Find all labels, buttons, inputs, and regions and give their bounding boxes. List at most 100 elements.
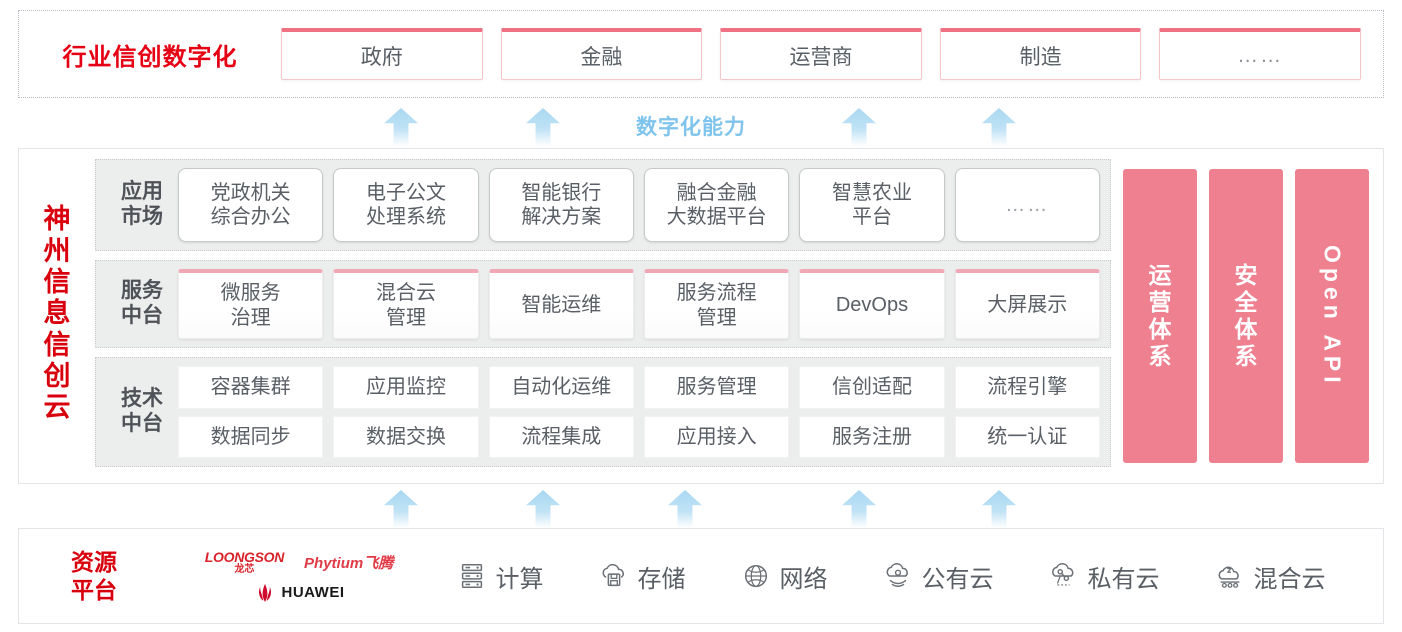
resource-platform-card: 资源 平台 LOONGSON 龙芯 Phytium飞腾 HUAWEI: [18, 528, 1384, 624]
huawei-logo-text: HUAWEI: [281, 584, 345, 601]
layer-service-platform: 服务 中台 微服务 治理 混合云 管: [95, 260, 1111, 348]
cloud-platform-body: 应用 市场 党政机关 综合办公 电子公文: [95, 149, 1383, 483]
app-box-finance-bigdata-platform[interactable]: 融合金融 大数据平台: [643, 168, 790, 242]
cloud-title-char-6: 创: [43, 360, 71, 391]
tech-row-1: 容器集群 应用监控 自动化运维 服务管理 信创适配 流程引擎: [178, 366, 1100, 409]
resource-item-storage[interactable]: 存储: [599, 559, 686, 594]
tech-box-service-registry[interactable]: 服务注册: [799, 415, 945, 458]
pillar-char-1: 运: [1148, 261, 1172, 288]
layer-app-market: 应用 市场 党政机关 综合办公 电子公文: [95, 159, 1111, 251]
resource-item-label: 网络: [779, 565, 828, 593]
industry-card-government[interactable]: 政府: [281, 28, 483, 80]
hybrid-cloud-icon: [1218, 566, 1239, 588]
layer-stack: 应用 市场 党政机关 综合办公 电子公文: [95, 159, 1111, 473]
industry-card-finance[interactable]: 金融: [500, 28, 703, 80]
box-line-1: 融合金融: [676, 181, 757, 204]
tech-box-xinchuang-adaptation[interactable]: 信创适配: [799, 366, 945, 409]
resource-item-network[interactable]: 网络: [741, 559, 828, 594]
app-market-items: 党政机关 综合办公 电子公文 处理系统 智能银行: [178, 168, 1100, 242]
svc-box-service-process-management[interactable]: 服务流程 管理: [643, 269, 790, 339]
box-line-2: 大数据平台: [666, 206, 767, 228]
cloud-platform-title: 神 州 信 息 信 创 云: [19, 149, 95, 483]
box-line-2: 解决方案: [521, 206, 602, 228]
industry-card-operator[interactable]: 运营商: [720, 28, 922, 80]
pillar-vertical-text: 运 营 体 系: [1149, 262, 1172, 371]
service-platform-items: 微服务 治理 混合云 管理 智能运维: [178, 269, 1100, 339]
resource-item-compute[interactable]: 计算: [457, 559, 544, 594]
box-line-1: 智能银行: [521, 181, 602, 204]
tech-box-automated-ops[interactable]: 自动化运维: [488, 366, 634, 409]
resource-title-line-1: 资源: [71, 548, 117, 575]
up-arrow-icon-4: [982, 108, 1016, 146]
up-arrow-icon-9: [982, 490, 1016, 528]
tech-box-data-sync[interactable]: 数据同步: [178, 415, 324, 458]
box-line-1: 混合云: [375, 282, 436, 305]
pillar-operations-system[interactable]: 运 营 体 系: [1123, 169, 1197, 463]
app-box-smart-agriculture-platform[interactable]: 智慧农业 平台: [799, 168, 945, 242]
capability-label: 数字化能力: [636, 116, 746, 139]
app-box-party-gov-office[interactable]: 党政机关 综合办公: [178, 168, 324, 242]
cloud-storage-icon: [602, 563, 624, 587]
tech-box-app-access[interactable]: 应用接入: [643, 415, 790, 458]
up-arrow-icon-7: [668, 490, 702, 528]
tech-box-app-monitoring[interactable]: 应用监控: [333, 366, 479, 409]
svc-box-devops[interactable]: DevOps: [799, 269, 945, 339]
public-cloud-icon: [886, 563, 908, 587]
pillar-char-3: 体: [1148, 316, 1172, 342]
layer-label-line-2: 市场: [121, 205, 163, 228]
cloud-title-char-7: 云: [43, 392, 71, 423]
cloud-title-char-3: 信: [43, 267, 71, 298]
resource-item-private-cloud[interactable]: 私有云: [1049, 559, 1160, 594]
loongson-logo: LOONGSON 龙芯: [204, 548, 285, 575]
layer-label-line-1: 服务: [121, 279, 163, 303]
server-icon: [461, 564, 482, 588]
resource-item-public-cloud[interactable]: 公有云: [883, 559, 994, 594]
tech-platform-items: 容器集群 应用监控 自动化运维 服务管理 信创适配 流程引擎 数据同步 数据交换…: [178, 366, 1100, 458]
box-line-1: 服务流程: [676, 282, 757, 305]
tech-box-container-cluster[interactable]: 容器集群: [178, 366, 324, 409]
up-arrow-icon-5: [384, 490, 418, 528]
tech-box-data-exchange[interactable]: 数据交换: [333, 415, 479, 458]
pillar-char-1: 安: [1234, 261, 1258, 288]
app-box-e-document-system[interactable]: 电子公文 处理系统: [333, 168, 479, 242]
tech-box-process-integration[interactable]: 流程集成: [488, 415, 634, 458]
tech-box-service-management[interactable]: 服务管理: [643, 366, 790, 409]
layer-label-line-1: 应用: [121, 180, 163, 204]
svc-box-hybrid-cloud-management[interactable]: 混合云 管理: [333, 269, 479, 339]
resource-item-hybrid-cloud[interactable]: 混合云: [1215, 559, 1326, 594]
loongson-logo-subtext: 龙芯: [234, 563, 255, 575]
loongson-logo-text: LOONGSON: [204, 548, 285, 565]
tech-box-unified-auth[interactable]: 统一认证: [954, 415, 1100, 458]
svc-box-microservice-governance[interactable]: 微服务 治理: [178, 269, 324, 339]
box-line-1: 微服务: [220, 282, 281, 305]
industry-band: 行业信创数字化 政府 金融 运营商 制造 ……: [18, 10, 1384, 98]
layer-label-line-2: 中台: [121, 304, 163, 327]
tech-box-process-engine[interactable]: 流程引擎: [954, 366, 1100, 409]
layer-label-tech-platform: 技术 中台: [106, 387, 178, 437]
pillar-char-3: 体: [1234, 316, 1258, 342]
private-cloud-icon: [1051, 563, 1073, 586]
cloud-title-char-5: 信: [43, 329, 71, 360]
up-arrow-icon-1: [384, 108, 418, 146]
industry-card-manufacturing[interactable]: 制造: [939, 28, 1142, 80]
pillar-group: 运 营 体 系 安 全 体 系 Open API: [1111, 159, 1369, 473]
pillar-char-2: 全: [1234, 288, 1258, 315]
resource-item-label: 计算: [495, 565, 544, 593]
industry-band-title: 行业信创数字化: [62, 43, 238, 71]
up-arrow-icon-6: [526, 490, 560, 528]
up-arrow-icon-8: [842, 490, 876, 528]
layer-label-service-platform: 服务 中台: [106, 279, 178, 329]
box-line-1: 党政机关: [210, 181, 291, 204]
app-box-smart-bank-solution[interactable]: 智能银行 解决方案: [488, 168, 634, 242]
vendor-logo-group: LOONGSON 龙芯 Phytium飞腾 HUAWEI: [169, 550, 429, 603]
svc-box-large-screen-display[interactable]: 大屏展示: [954, 269, 1100, 339]
app-box-more[interactable]: ……: [954, 168, 1100, 242]
svc-box-intelligent-ops[interactable]: 智能运维: [488, 269, 634, 339]
pillar-security-system[interactable]: 安 全 体 系: [1209, 169, 1283, 463]
resource-item-label: 公有云: [921, 565, 994, 593]
box-line-2: 治理: [230, 306, 271, 329]
pillar-open-api[interactable]: Open API: [1295, 169, 1369, 463]
huawei-petal-icon: [258, 583, 271, 602]
box-line-2: 平台: [851, 206, 892, 228]
industry-card-more[interactable]: ……: [1159, 28, 1361, 80]
